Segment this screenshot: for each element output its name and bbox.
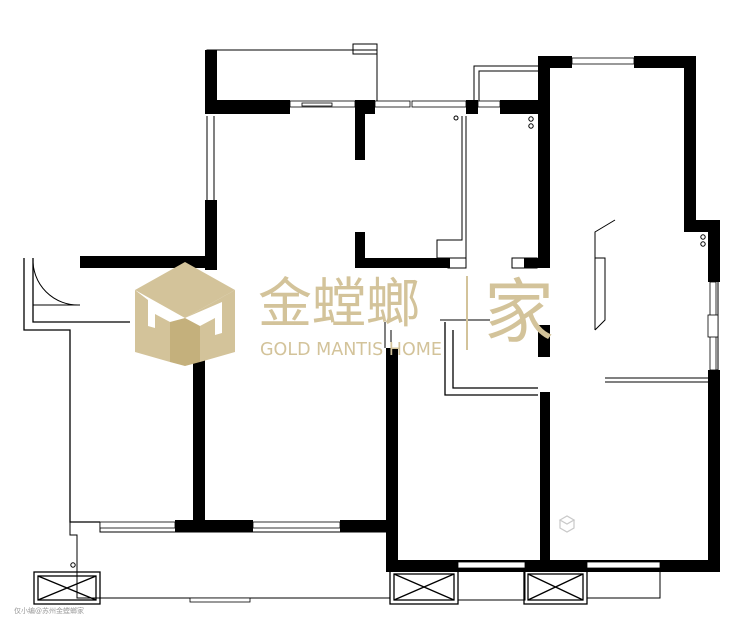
footer-credit: 仅小编@苏州金螳螂家 [14, 607, 84, 615]
brand-name-en: GOLD MANTIS HOME [260, 340, 442, 360]
brand-name-cn-suffix: 家 [484, 271, 554, 353]
windows [99, 57, 719, 603]
small-logo-icon [558, 515, 576, 533]
duct-shafts [33, 115, 706, 605]
brand-divider [466, 276, 468, 350]
brand-name-cn: 金螳螂 [258, 272, 420, 335]
brand-logo-icon [135, 262, 235, 366]
brand-watermark: 金螳螂 家 GOLD MANTIS HOME [258, 271, 554, 360]
